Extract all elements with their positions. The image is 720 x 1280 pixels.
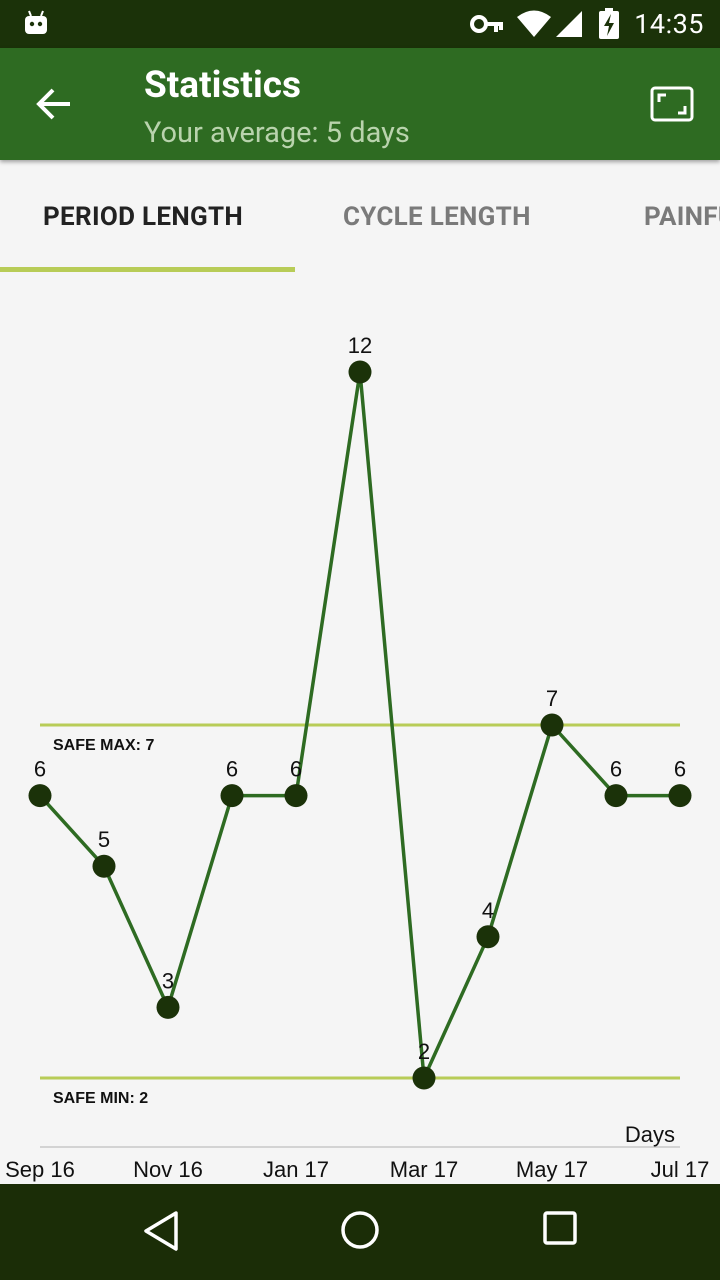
wifi-icon [516, 10, 552, 42]
battery-charging-icon [598, 8, 620, 44]
navigation-bar [0, 1184, 720, 1280]
data-point [284, 784, 308, 808]
nav-home-icon[interactable] [340, 1210, 380, 1254]
data-label: 6 [610, 757, 622, 782]
tab-indicator [0, 267, 295, 272]
data-point [412, 1066, 436, 1090]
data-point [540, 713, 564, 737]
data-point [348, 360, 372, 384]
status-time: 14:35 [634, 8, 704, 40]
vpn-key-icon [470, 14, 504, 38]
fullscreen-icon[interactable] [650, 86, 694, 126]
status-bar: 14:35 [0, 0, 720, 48]
android-icon [24, 10, 48, 40]
data-label: 5 [98, 827, 110, 852]
page-subtitle: Your average: 5 days [144, 116, 410, 150]
safe-max-label: SAFE MAX: 7 [53, 737, 154, 754]
data-label: 6 [226, 757, 238, 782]
app-bar: Statistics Your average: 5 days [0, 48, 720, 160]
safe-min-label: SAFE MIN: 2 [53, 1090, 148, 1107]
x-tick-label: May 17 [516, 1157, 588, 1182]
nav-recents-icon[interactable] [542, 1210, 578, 1250]
data-label: 6 [290, 757, 302, 782]
data-label: 12 [348, 333, 372, 358]
data-label: 4 [482, 898, 494, 923]
x-tick-label: Sep 16 [5, 1157, 75, 1182]
data-point [156, 995, 180, 1019]
data-label: 7 [546, 686, 558, 711]
x-tick-label: Jan 17 [263, 1157, 329, 1182]
tab-cycle-length[interactable]: CYCLE LENGTH [343, 202, 531, 232]
x-tick-label: Nov 16 [133, 1157, 203, 1182]
back-arrow-icon[interactable] [36, 86, 72, 126]
data-point [476, 925, 500, 949]
data-point [92, 854, 116, 878]
y-axis-label: Days [625, 1122, 675, 1147]
tab-painful[interactable]: PAINFUL [644, 202, 720, 232]
data-label: 6 [674, 757, 686, 782]
data-label: 6 [34, 757, 46, 782]
cell-signal-icon [554, 10, 584, 42]
tab-period-length[interactable]: PERIOD LENGTH [43, 202, 244, 232]
tab-bar: PERIOD LENGTH CYCLE LENGTH PAINFUL [0, 160, 720, 272]
nav-back-icon[interactable] [142, 1210, 180, 1256]
page-title: Statistics [144, 64, 302, 107]
data-point [604, 784, 628, 808]
data-label: 3 [162, 968, 174, 993]
data-point [668, 784, 692, 808]
x-tick-label: Jul 17 [651, 1157, 710, 1182]
data-point [220, 784, 244, 808]
data-label: 2 [418, 1039, 430, 1064]
data-point [28, 784, 52, 808]
x-tick-label: Mar 17 [390, 1157, 458, 1182]
